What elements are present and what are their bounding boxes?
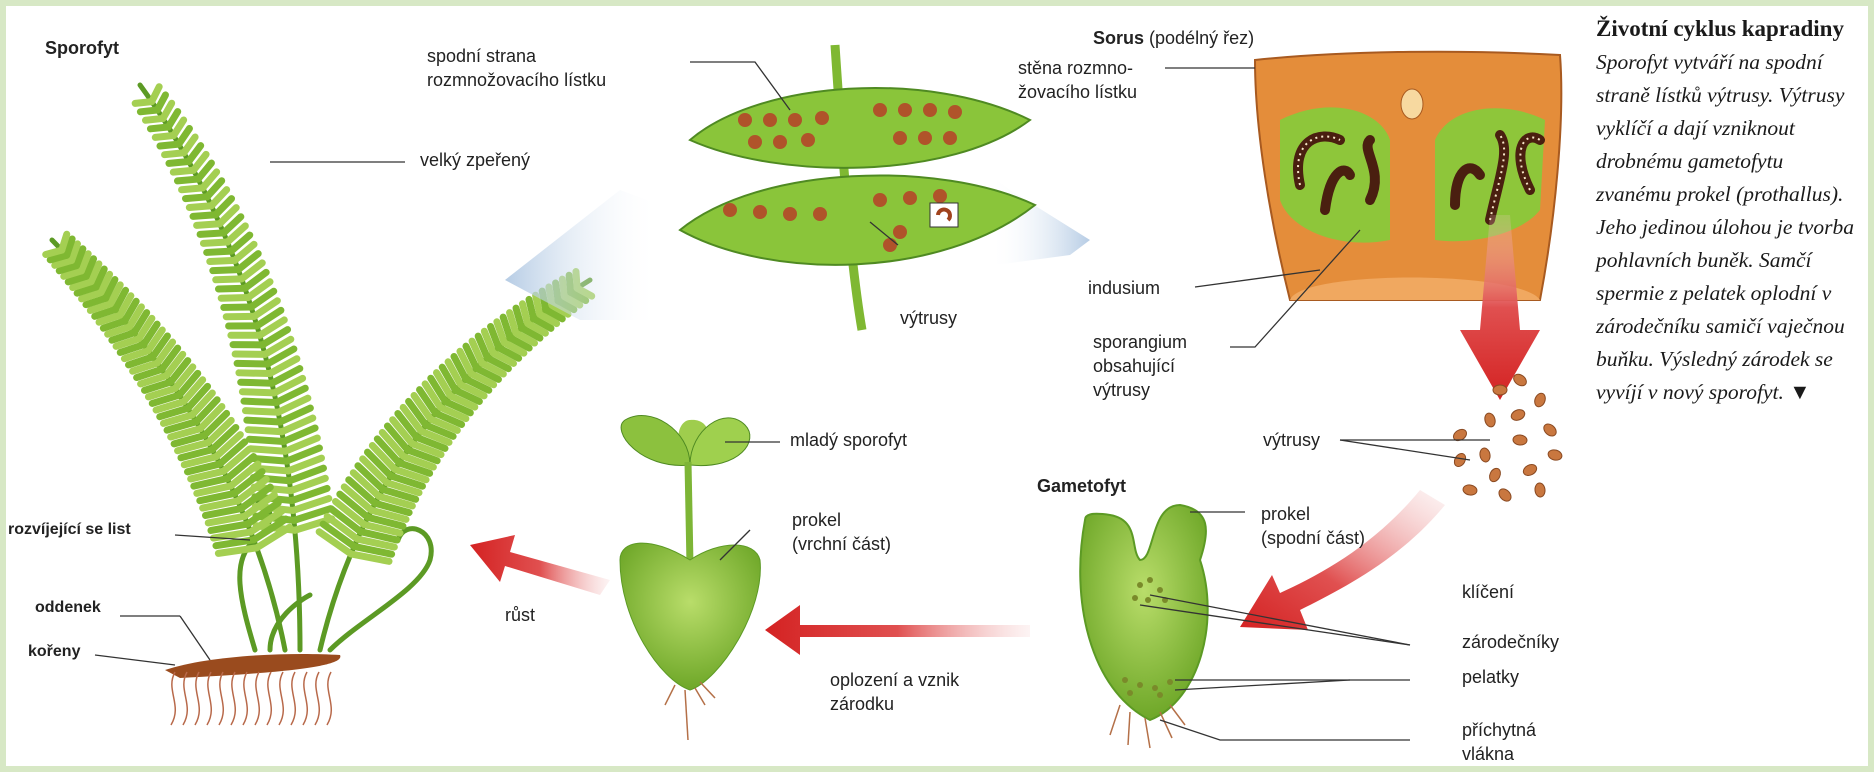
label-spodni-strana: spodní strana rozmnožovacího lístku xyxy=(427,44,606,92)
sidebar-caption: Životní cyklus kapradiny Sporofyt vytvář… xyxy=(1596,12,1856,409)
label-oplozeni: oplození a vznik zárodku xyxy=(830,668,959,716)
label-zarodecniky: zárodečníky xyxy=(1462,630,1559,654)
label-oddenek: oddenek xyxy=(35,596,101,620)
label-velky-zpereny: velký zpeřený xyxy=(420,148,530,172)
sidebar-body: Sporofyt vytváří na spodní straně lístků… xyxy=(1596,50,1854,404)
sidebar-title: Životní cyklus kapradiny xyxy=(1596,16,1844,41)
label-indusium: indusium xyxy=(1088,276,1160,300)
sorus-subtitle: (podélný řez) xyxy=(1149,28,1254,48)
label-gametofyt: Gametofyt xyxy=(1037,474,1126,498)
label-sporangium: sporangium obsahující výtrusy xyxy=(1093,330,1187,402)
spores xyxy=(1451,372,1563,504)
label-prokel-vrchni: prokel (vrchní část) xyxy=(792,508,891,556)
label-koreny: kořeny xyxy=(28,640,80,664)
fertile-leaf xyxy=(680,45,1035,330)
label-rust: růst xyxy=(505,603,535,627)
gametophyte xyxy=(1080,505,1207,748)
fern-sporophyte xyxy=(46,85,592,725)
sorus-section xyxy=(1255,52,1561,300)
young-sporophyte xyxy=(620,416,760,740)
label-stena: stěna rozmno- žovacího lístku xyxy=(1018,56,1137,104)
label-kliceni: klíčení xyxy=(1462,580,1514,604)
label-pelatky: pelatky xyxy=(1462,665,1519,689)
label-vytrusy-leaf: výtrusy xyxy=(900,306,957,330)
sidebar-marker: ▼ xyxy=(1789,380,1810,404)
label-vytrusy-spores: výtrusy xyxy=(1263,428,1320,452)
label-rozvijejici: rozvíjející se list xyxy=(8,518,131,542)
label-sorus: Sorus (podélný řez) xyxy=(1093,26,1254,50)
label-sporofyt: Sporofyt xyxy=(45,36,119,60)
arrow-growth xyxy=(470,535,610,595)
label-prokel-spodni: prokel (spodní část) xyxy=(1261,502,1365,550)
sorus-title: Sorus xyxy=(1093,28,1144,48)
label-prichytna: příchytná vlákna xyxy=(1462,718,1536,766)
label-mlady-sporofyt: mladý sporofyt xyxy=(790,428,907,452)
arrow-fertilization xyxy=(765,605,1030,655)
